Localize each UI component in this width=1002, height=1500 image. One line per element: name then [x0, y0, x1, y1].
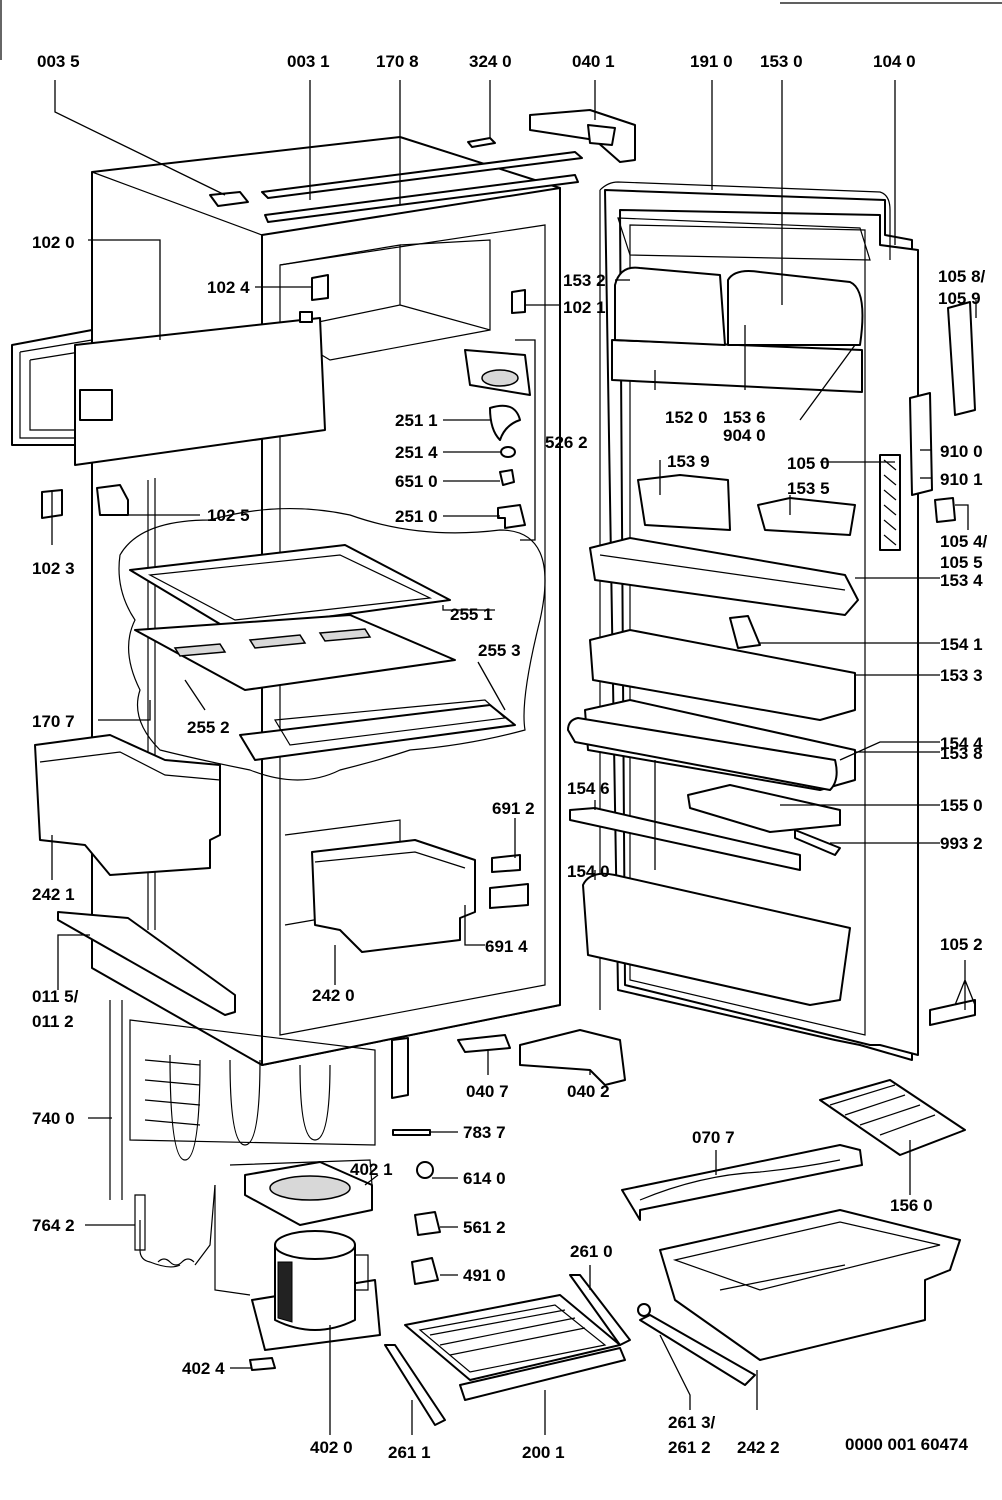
callout-6912: 691 2 — [492, 799, 535, 818]
callout-7400: 740 0 — [32, 1109, 75, 1128]
callout-6140: 614 0 — [463, 1169, 506, 1188]
callout-9932: 993 2 — [940, 834, 983, 853]
callout-2552: 255 2 — [187, 718, 230, 737]
callout-2420: 242 0 — [312, 986, 355, 1005]
callout-7837: 783 7 — [463, 1123, 506, 1142]
callout-1535: 153 5 — [787, 479, 830, 498]
callout-1536: 153 6 — [723, 408, 766, 427]
callout-4021: 402 1 — [350, 1160, 393, 1179]
lamp-parts — [489, 339, 536, 541]
door-small-boxes — [637, 474, 856, 536]
small-parts-center — [249, 854, 626, 1371]
small-parts-left — [41, 274, 526, 519]
callout-2001: 200 1 — [522, 1443, 565, 1462]
callout-4910: 491 0 — [463, 1266, 506, 1285]
callout-0401: 040 1 — [572, 52, 615, 71]
callout-2551: 255 1 — [450, 605, 493, 624]
callout-2612: 261 2 — [668, 1438, 711, 1457]
callout-1546: 154 6 — [567, 779, 610, 798]
callout-1040: 104 0 — [873, 52, 916, 71]
callout-1020: 102 0 — [32, 233, 75, 252]
callout-1539: 153 9 — [667, 452, 710, 471]
callout-4020: 402 0 — [310, 1438, 353, 1457]
glass-shelves — [118, 507, 546, 781]
callout-1534: 153 4 — [940, 571, 983, 590]
callout-1023: 102 3 — [32, 559, 75, 578]
callout-1052: 105 2 — [940, 935, 983, 954]
callout-2422: 242 2 — [737, 1438, 780, 1457]
callout-9100: 910 0 — [940, 442, 983, 461]
callout-1520: 152 0 — [665, 408, 708, 427]
callout-1058: 105 8/ — [938, 267, 986, 286]
callout-2510: 251 0 — [395, 507, 438, 526]
condenser — [57, 911, 409, 1200]
callout-1024: 102 4 — [207, 278, 250, 297]
door-hinge-parts — [909, 301, 976, 1026]
callout-2511: 251 1 — [395, 411, 438, 430]
callout-1708: 170 8 — [376, 52, 419, 71]
callout-1530: 153 0 — [760, 52, 803, 71]
callout-1059: 105 9 — [938, 289, 981, 308]
callout-1055: 105 5 — [940, 553, 983, 572]
callout-1050: 105 0 — [787, 454, 830, 473]
callout-2611: 261 1 — [388, 1443, 431, 1462]
callout-0407: 040 7 — [466, 1082, 509, 1101]
callout-0115: 011 5/ — [32, 987, 79, 1006]
callout-7642: 764 2 — [32, 1216, 75, 1235]
top-hinge — [529, 109, 636, 163]
callout-1054: 105 4/ — [940, 532, 988, 551]
callout-1541: 154 1 — [940, 635, 983, 654]
callout-1544: 154 4 — [940, 734, 983, 753]
callout-2553: 255 3 — [478, 641, 521, 660]
callout-0035: 003 5 — [37, 52, 80, 71]
leader-lines — [51, 80, 977, 1435]
drawing-number: 0000 001 60474 — [845, 1435, 968, 1454]
callout-9040: 904 0 — [723, 426, 766, 445]
door-shelves — [567, 537, 859, 1006]
callout-1025: 102 5 — [207, 506, 250, 525]
callout-2610: 261 0 — [570, 1242, 613, 1261]
callout-labels: 003 5 003 1 170 8 324 0 040 1 191 0 153 … — [32, 52, 988, 1462]
callout-6914: 691 4 — [485, 937, 528, 956]
callout-1910: 191 0 — [690, 52, 733, 71]
callout-2514: 251 4 — [395, 443, 438, 462]
callout-0402: 040 2 — [567, 1082, 610, 1101]
callout-1550: 155 0 — [940, 796, 983, 815]
callout-5262: 526 2 — [545, 433, 588, 452]
callout-1540: 154 0 — [567, 862, 610, 881]
upper-door-bin — [611, 217, 871, 393]
callout-1532: 153 2 — [563, 271, 606, 290]
callout-5612: 561 2 — [463, 1218, 506, 1237]
callout-1707: 170 7 — [32, 712, 75, 731]
callout-4024: 402 4 — [182, 1359, 225, 1378]
right-bottom-parts — [621, 1079, 966, 1361]
compressor — [134, 1159, 381, 1351]
callout-3240: 324 0 — [469, 52, 512, 71]
callout-0031: 003 1 — [287, 52, 330, 71]
freezer-door — [11, 311, 326, 466]
callout-0112: 011 2 — [32, 1012, 74, 1031]
callout-0707: 070 7 — [692, 1128, 735, 1147]
crisper-bins — [34, 734, 476, 953]
callout-2421: 242 1 — [32, 885, 75, 904]
callout-6510: 651 0 — [395, 472, 438, 491]
callout-2613: 261 3/ — [668, 1413, 716, 1432]
callout-9101: 910 1 — [940, 470, 983, 489]
callout-1021: 102 1 — [563, 298, 606, 317]
callout-1538: 153 8 — [940, 744, 983, 763]
callout-1533: 153 3 — [940, 666, 983, 685]
callout-1560: 156 0 — [890, 1196, 933, 1215]
drawer — [384, 1274, 756, 1426]
top-strips — [209, 137, 583, 223]
